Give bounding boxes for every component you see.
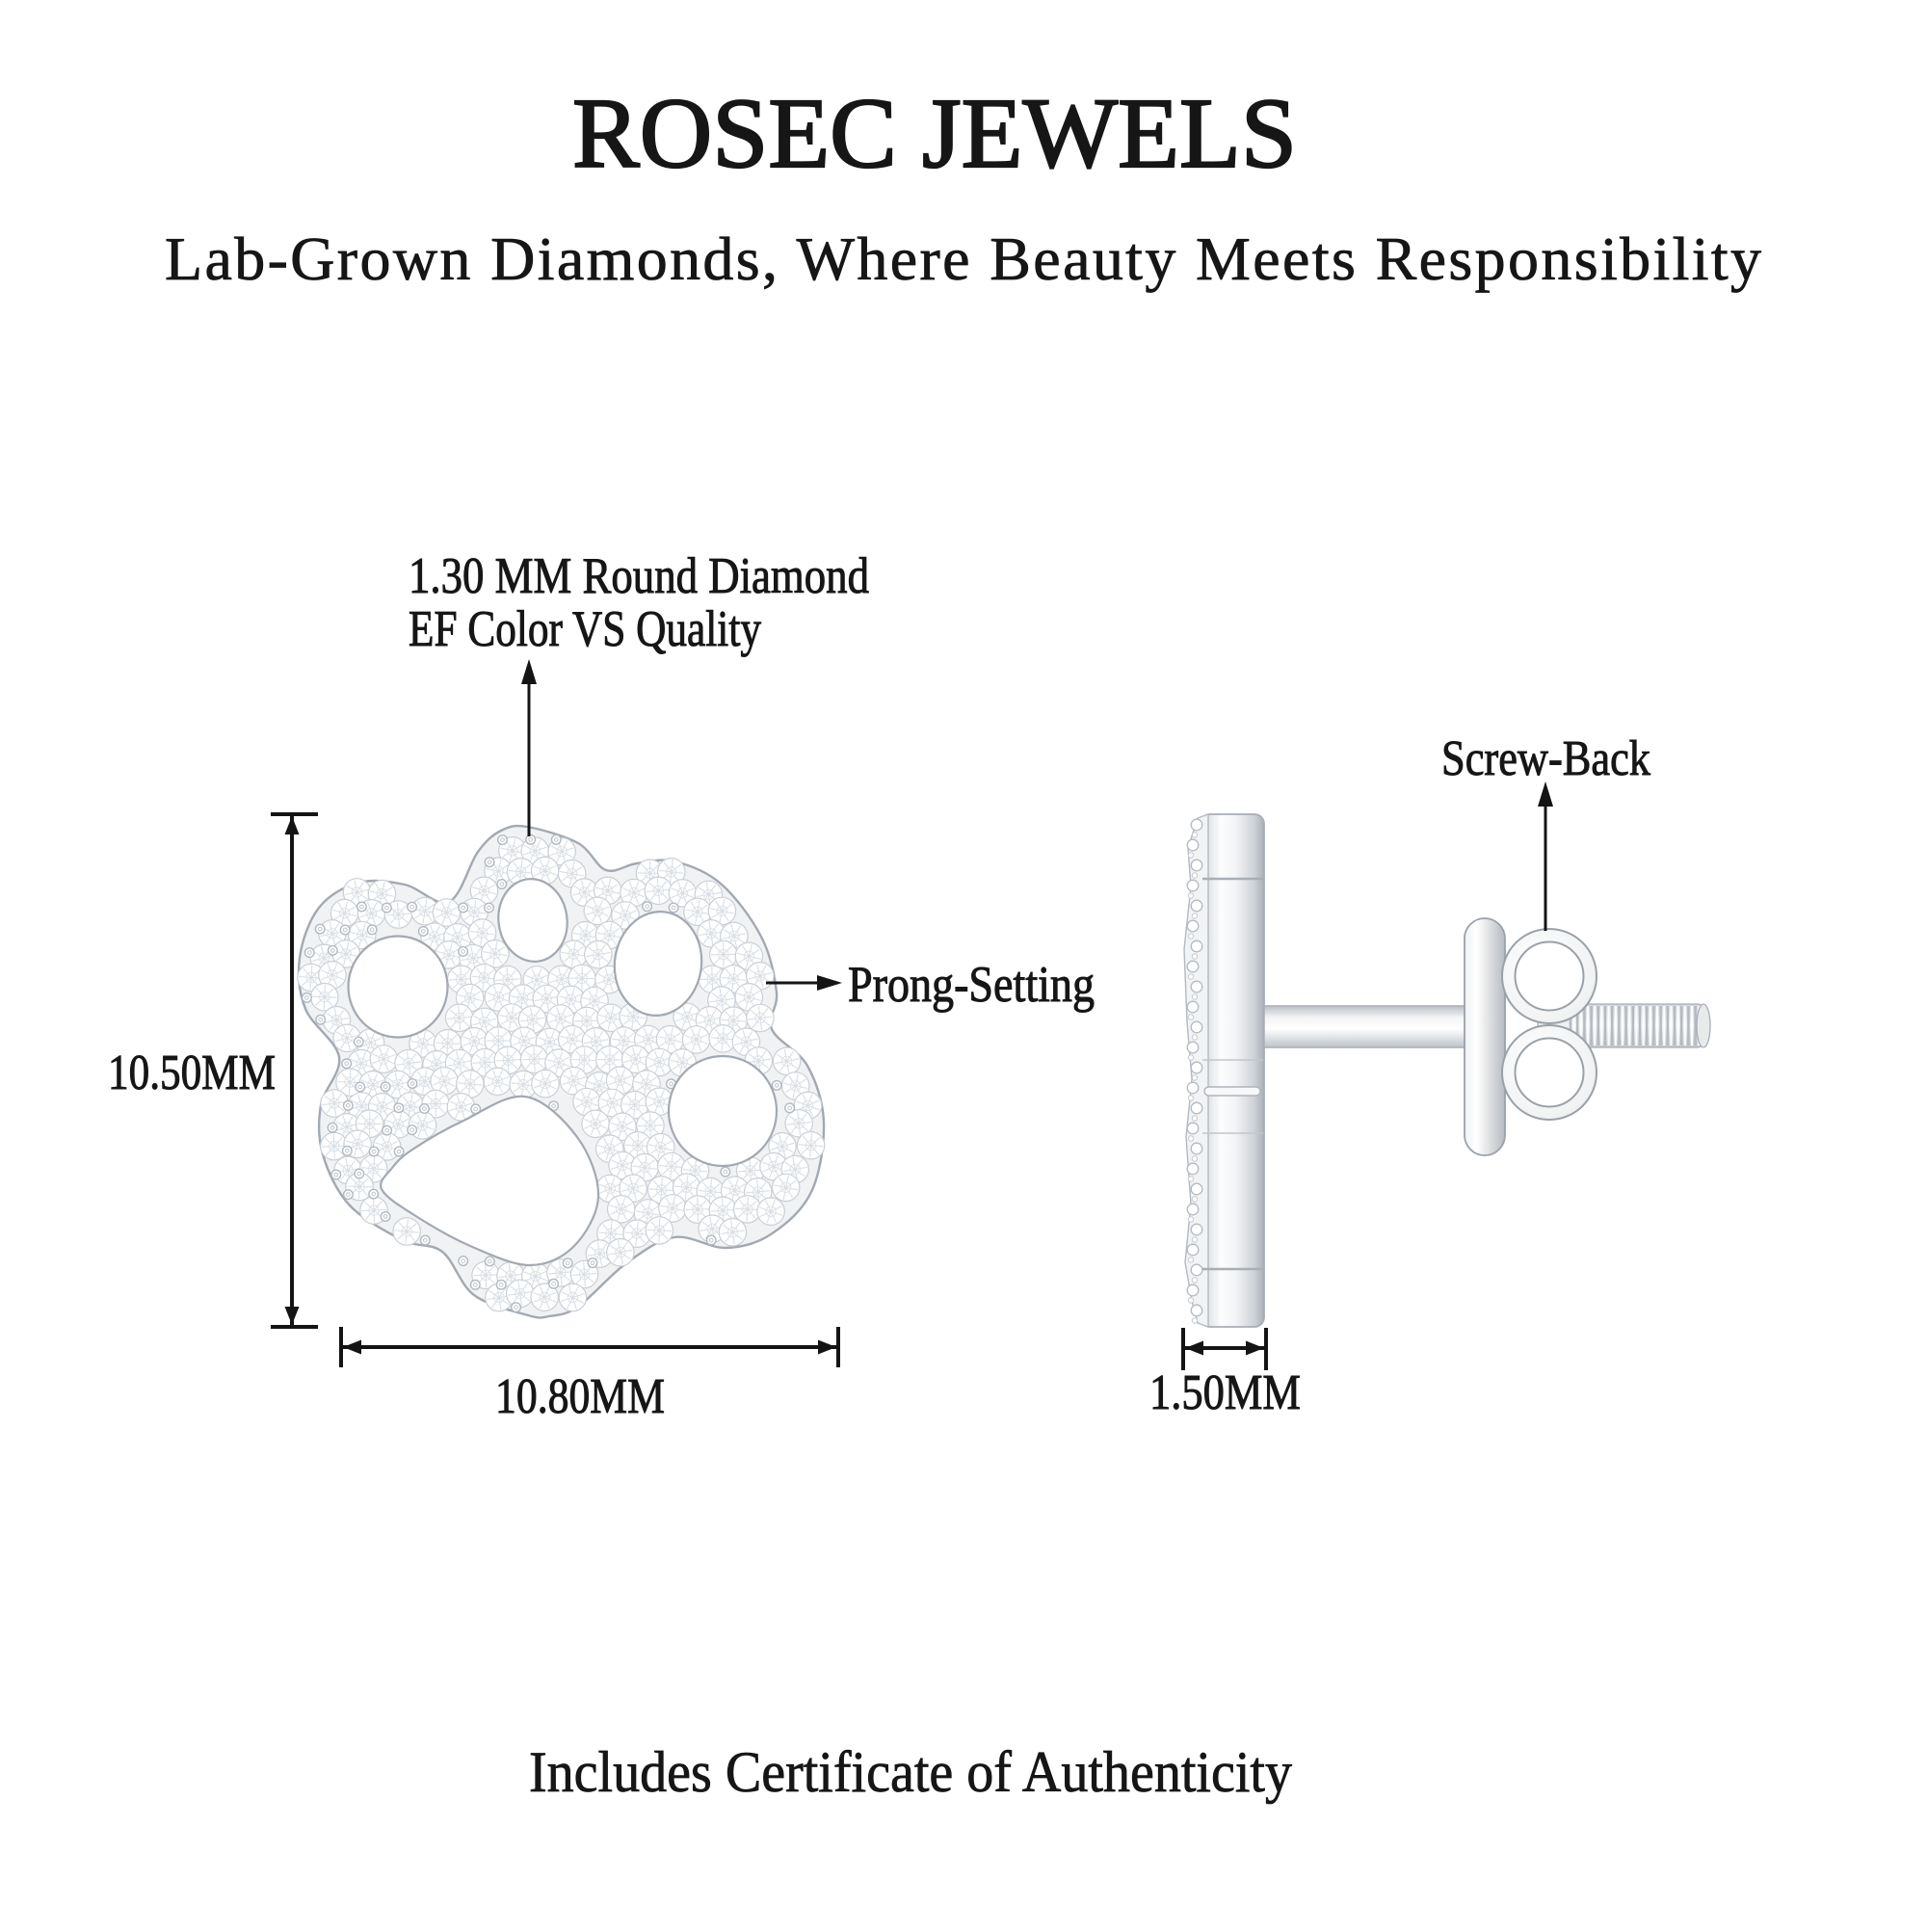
svg-text:10.50MM: 10.50MM	[108, 1045, 276, 1100]
svg-text:1.30 MM Round Diamond: 1.30 MM Round Diamond	[409, 548, 869, 604]
svg-text:Includes Certificate of Authen: Includes Certificate of Authenticity	[529, 1740, 1292, 1804]
svg-text:EF Color VS Quality: EF Color VS Quality	[409, 601, 761, 657]
svg-text:1.50MM: 1.50MM	[1149, 1365, 1301, 1420]
svg-text:Prong-Setting: Prong-Setting	[848, 957, 1095, 1013]
svg-text:Lab-Grown Diamonds, Where Beau: Lab-Grown Diamonds, Where Beauty Meets R…	[165, 225, 1761, 293]
svg-text:ROSEC JEWELS: ROSEC JEWELS	[572, 78, 1297, 189]
svg-text:Screw-Back: Screw-Back	[1441, 731, 1650, 786]
svg-text:10.80MM: 10.80MM	[495, 1369, 665, 1424]
